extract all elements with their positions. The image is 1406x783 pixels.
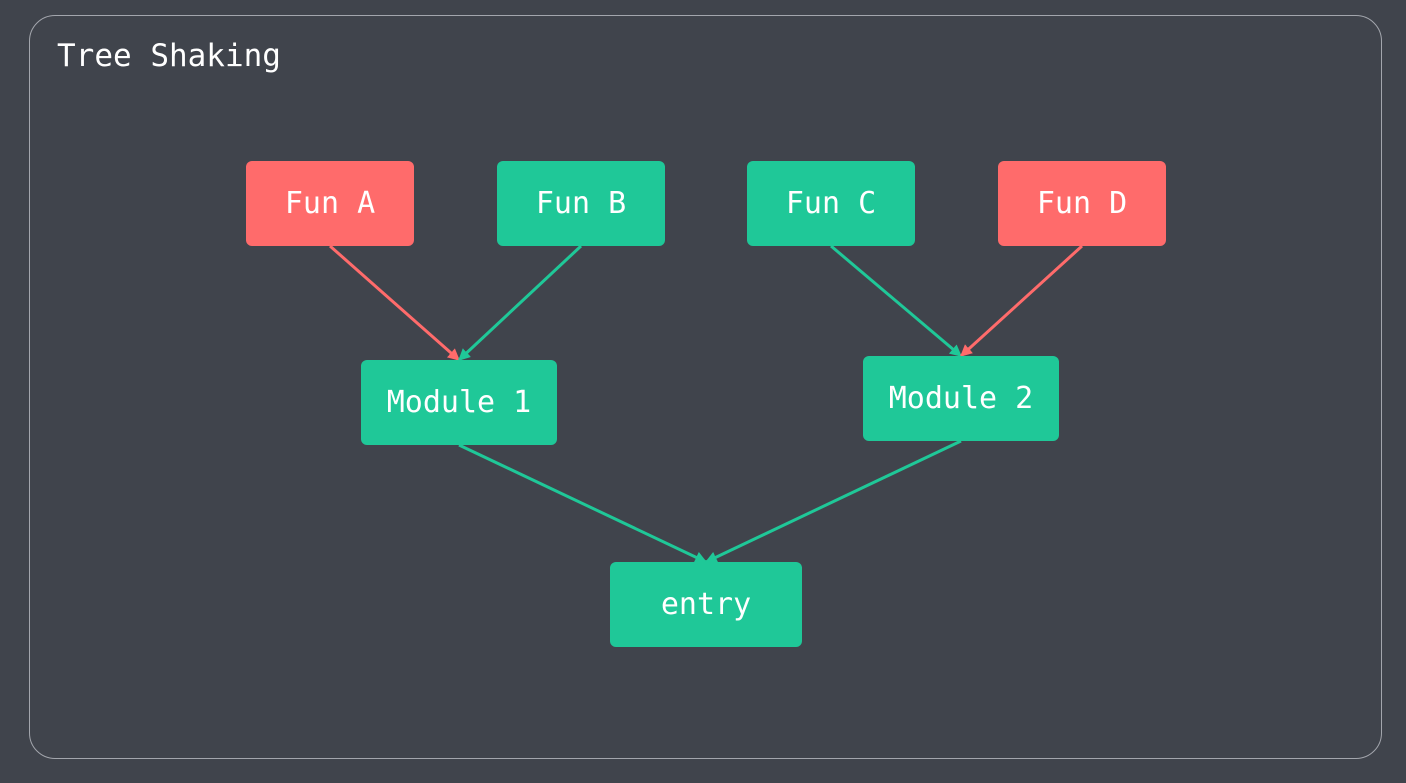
node-module-1: Module 1 (361, 360, 557, 445)
edge-fun-c-to-module-2 (830, 244, 962, 358)
diagram-title: Tree Shaking (57, 38, 281, 74)
edge-fun-b-to-module-1 (457, 244, 583, 362)
node-fun-a: Fun A (246, 161, 414, 246)
edge-fun-d-to-module-2 (959, 244, 1084, 358)
edge-module-2-to-entry (704, 439, 962, 564)
node-module-2: Module 2 (863, 356, 1059, 441)
node-entry: entry (610, 562, 802, 647)
node-fun-c: Fun C (747, 161, 915, 246)
node-fun-d: Fun D (998, 161, 1166, 246)
edge-fun-a-to-module-1 (329, 244, 460, 362)
diagram-frame (29, 15, 1382, 759)
node-fun-b: Fun B (497, 161, 665, 246)
edge-module-1-to-entry (458, 443, 708, 564)
